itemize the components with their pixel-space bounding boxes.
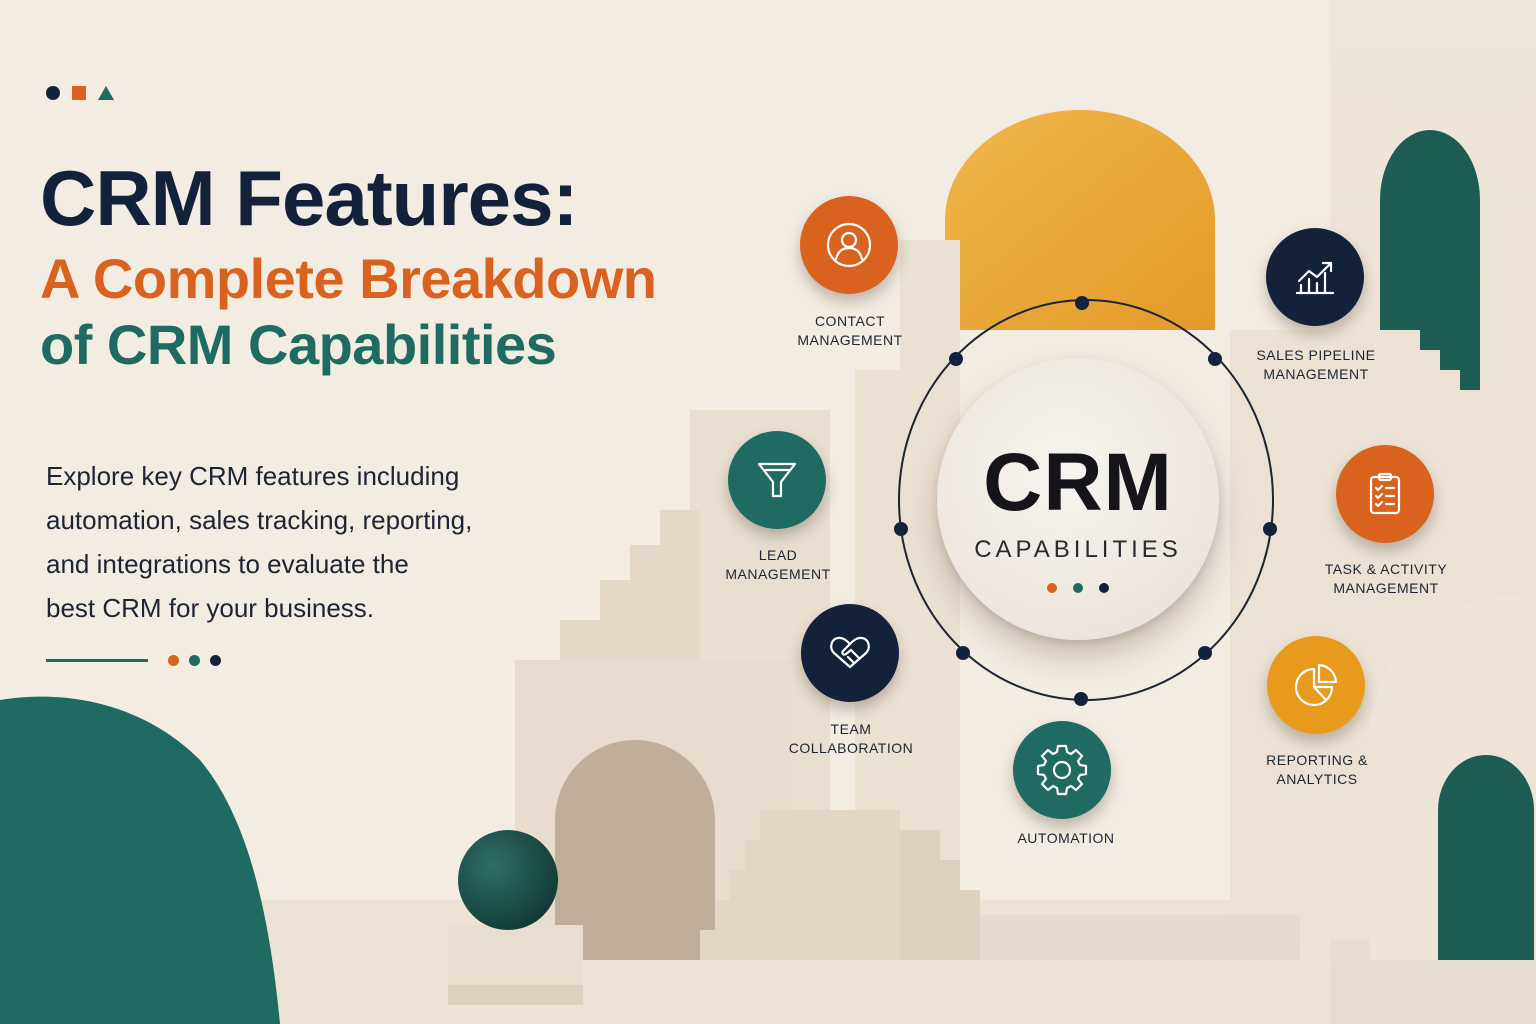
page-subtitle-line2: of CRM Capabilities [40, 313, 557, 376]
feature-label: COLLABORATION [788, 740, 914, 756]
feature-label: TEAM [830, 721, 872, 737]
orange-dot-icon [1047, 583, 1057, 593]
feature-label: AUTOMATION [1017, 830, 1115, 846]
hub-title: CRM [983, 437, 1173, 528]
description-line: and integrations to evaluate the [46, 549, 409, 579]
hub-dots [937, 583, 1219, 593]
pie-chart-icon [1267, 636, 1365, 734]
hub-subtitle: CAPABILITIES [974, 536, 1182, 563]
crm-hub: CRM CAPABILITIES [937, 358, 1219, 640]
navy-dot-icon [210, 655, 221, 666]
feature-label: SALES PIPELINE [1256, 347, 1376, 363]
teal-triangle-icon [98, 86, 114, 100]
clipboard-checklist-icon [1336, 445, 1434, 543]
page-title: CRM Features: [40, 154, 578, 242]
feature-label: MANAGEMENT [725, 566, 831, 582]
orange-square-icon [72, 86, 86, 100]
gear-icon [1013, 721, 1111, 819]
user-icon [800, 196, 898, 294]
handshake-icon [801, 604, 899, 702]
funnel-icon [728, 431, 826, 529]
feature-label: TASK & ACTIVITY [1324, 561, 1448, 577]
title-block: CRM Features: A Complete Breakdown of CR… [40, 150, 760, 378]
decorative-shapes [46, 86, 114, 100]
description: Explore key CRM features including autom… [46, 454, 546, 630]
page-subtitle-line1: A Complete Breakdown [40, 247, 657, 310]
navy-dot-icon [1099, 583, 1109, 593]
feature-label: CONTACT [814, 313, 886, 329]
feature-label: MANAGEMENT [1333, 580, 1439, 596]
feature-label: ANALYTICS [1276, 771, 1358, 787]
orange-dot-icon [168, 655, 179, 666]
trend-chart-icon [1266, 228, 1364, 326]
teal-dot-icon [189, 655, 200, 666]
description-line: best CRM for your business. [46, 593, 375, 623]
feature-label: REPORTING & [1266, 752, 1368, 768]
divider-line [46, 659, 148, 662]
navy-dot-icon [46, 86, 60, 100]
feature-label: LEAD [758, 547, 798, 563]
feature-label: MANAGEMENT [797, 332, 903, 348]
feature-label: MANAGEMENT [1263, 366, 1369, 382]
description-line: automation, sales tracking, reporting, [46, 505, 473, 535]
description-line: Explore key CRM features including [46, 461, 460, 491]
teal-dot-icon [1073, 583, 1083, 593]
decorative-divider [46, 655, 221, 666]
